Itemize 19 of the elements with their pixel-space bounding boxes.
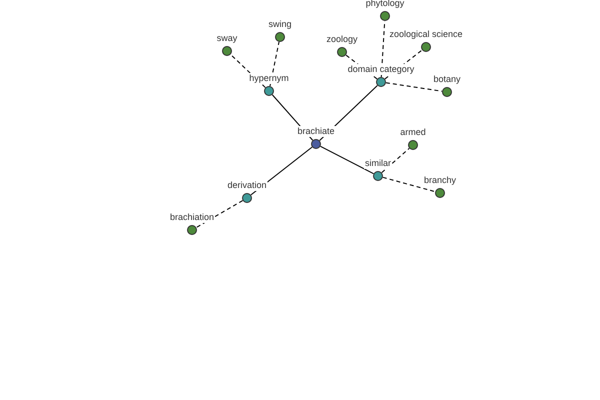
- node-label: domain category: [346, 64, 416, 75]
- dashed-line: [382, 176, 436, 192]
- node-label: botany: [432, 74, 462, 85]
- node-label: similar: [364, 158, 392, 169]
- node-label: hypernym: [248, 73, 290, 84]
- node-label: zoology: [325, 34, 359, 45]
- dashed-line: [385, 82, 443, 92]
- connector-line: [320, 146, 374, 174]
- node-label: derivation: [226, 180, 268, 191]
- node-label: swing: [268, 19, 292, 30]
- node-label: brachiation: [168, 212, 216, 223]
- node-label: branchy: [422, 175, 458, 186]
- node-label: armed: [399, 127, 427, 138]
- dashed-line: [270, 41, 280, 87]
- node-label: brachiate: [296, 126, 336, 137]
- dashed-line: [230, 54, 266, 88]
- dashed-line: [196, 200, 244, 228]
- node-label: sway: [216, 33, 238, 44]
- node-label: zoological science: [388, 29, 464, 40]
